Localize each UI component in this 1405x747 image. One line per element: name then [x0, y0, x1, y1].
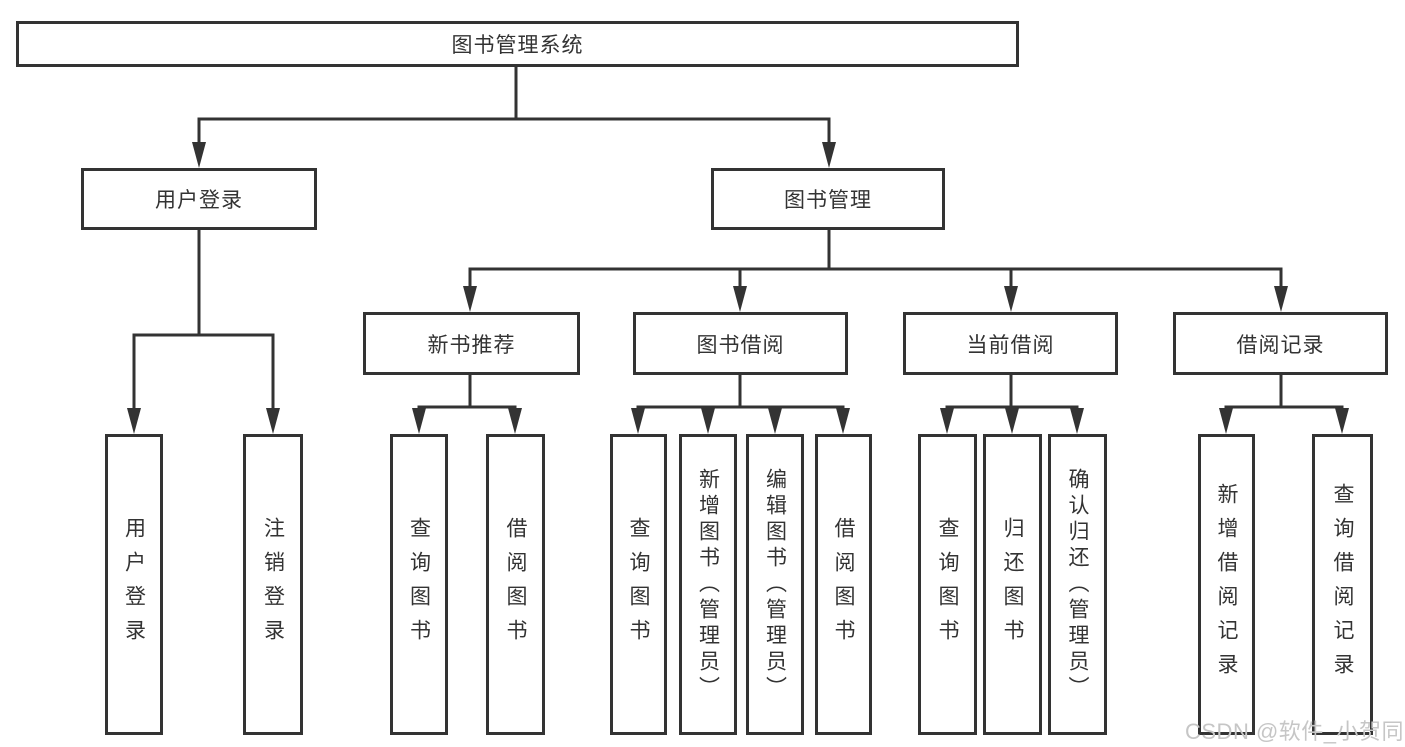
node-current-borrow: 当前借阅	[903, 312, 1118, 375]
node-cb-confirm-return-admin: 确认归还（管理员）	[1048, 434, 1107, 735]
node-nb-query-books: 查询图书	[390, 434, 448, 735]
node-borrow-records: 借阅记录	[1173, 312, 1388, 375]
node-cb-query-books: 查询图书	[918, 434, 977, 735]
edges-book-mgmt-to-level3	[463, 230, 1288, 312]
node-bb-borrow-books: 借阅图书	[815, 434, 872, 735]
node-nb-borrow-books: 借阅图书	[486, 434, 545, 735]
edges-borrow-records-to-leaves	[1219, 375, 1349, 434]
node-br-add-record: 新增借阅记录	[1198, 434, 1255, 735]
node-bb-query-books: 查询图书	[610, 434, 667, 735]
watermark-text: CSDN @软件_小贺同学	[1185, 719, 1405, 744]
node-cb-return-books: 归还图书	[983, 434, 1042, 735]
node-book-borrow: 图书借阅	[633, 312, 848, 375]
node-root: 图书管理系统	[16, 21, 1019, 67]
edges-new-books-to-leaves	[412, 375, 522, 434]
node-new-books: 新书推荐	[363, 312, 580, 375]
node-br-query-record: 查询借阅记录	[1312, 434, 1373, 735]
edges-root-to-level2	[192, 67, 836, 168]
node-book-mgmt: 图书管理	[711, 168, 945, 230]
edges-book-borrow-to-leaves	[631, 375, 850, 434]
node-leaf-logout: 注销登录	[243, 434, 303, 735]
edges-user-login-to-leaves	[127, 230, 280, 434]
node-bb-add-books-admin: 新增图书（管理员）	[679, 434, 737, 735]
node-bb-edit-books-admin: 编辑图书（管理员）	[746, 434, 804, 735]
node-user-login: 用户登录	[81, 168, 317, 230]
node-leaf-user-login: 用户登录	[105, 434, 163, 735]
edges-current-borrow-to-leaves	[940, 375, 1084, 434]
